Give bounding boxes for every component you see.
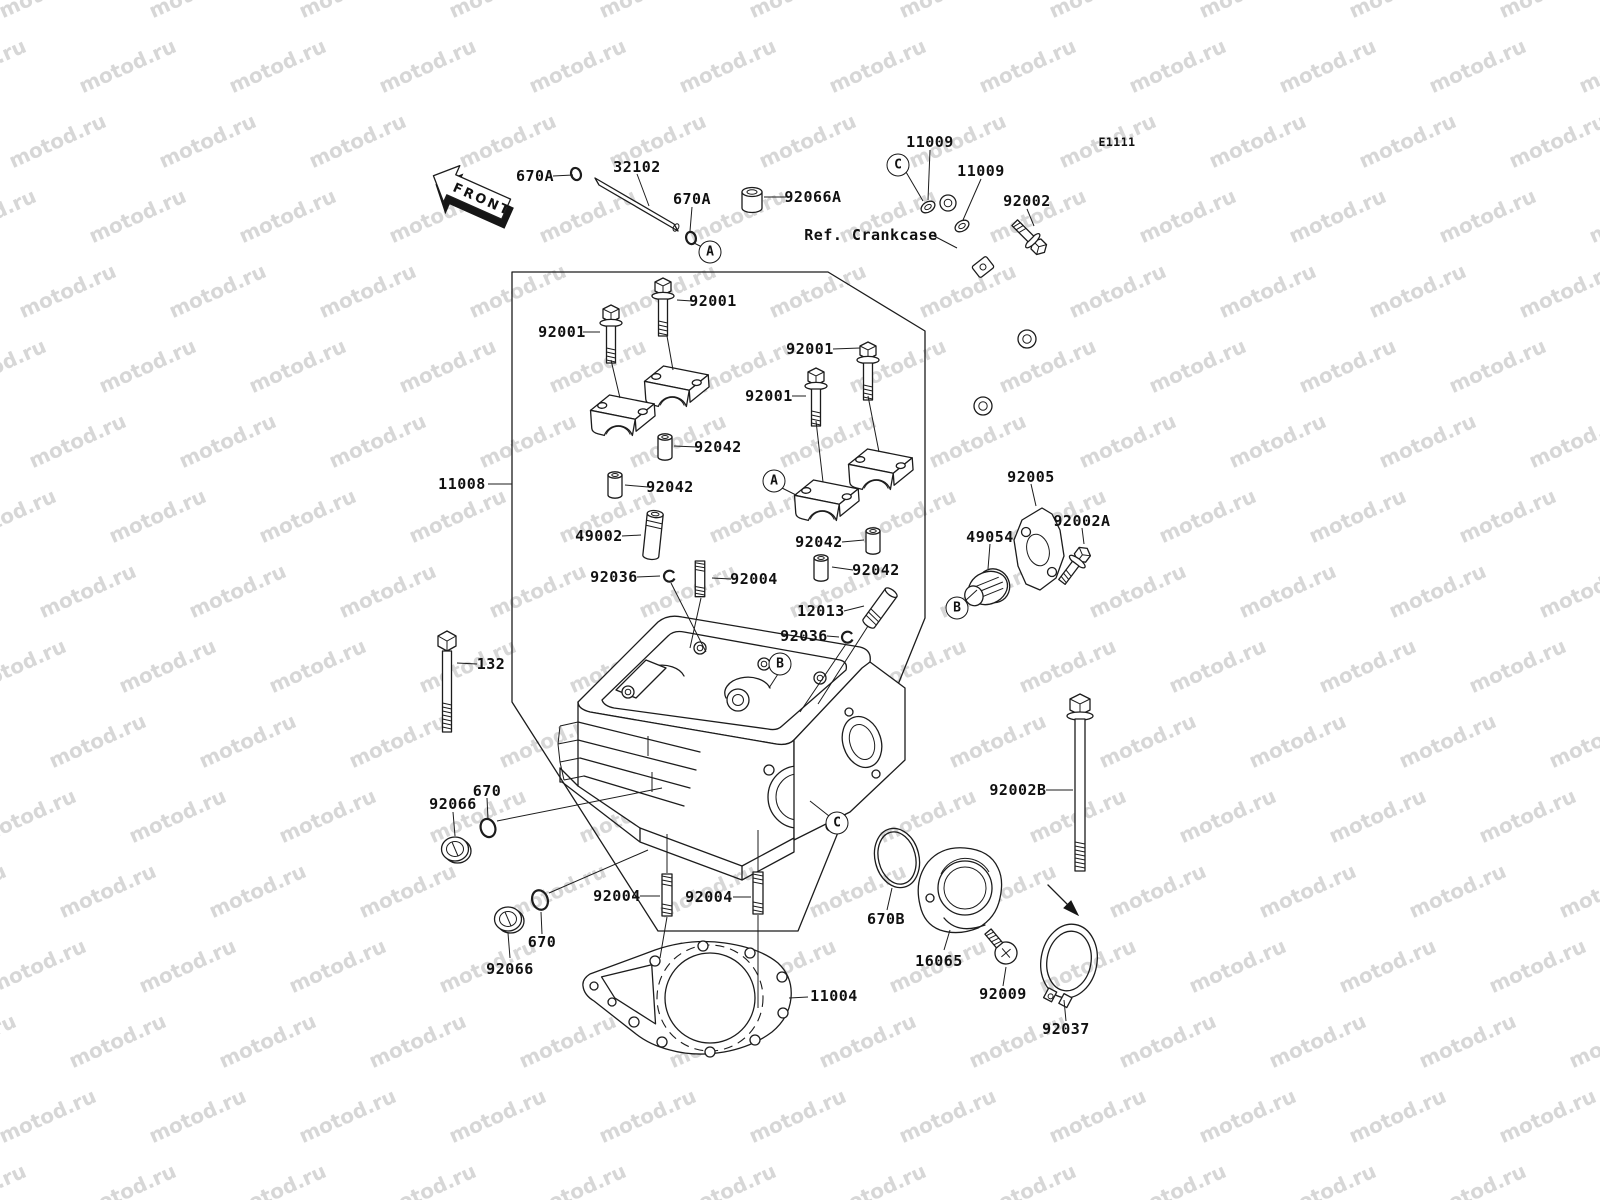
- part-label-92001-3: 92001: [786, 340, 834, 358]
- part-92009-screw: [980, 924, 1022, 968]
- part-label-670-2: 670: [527, 933, 557, 951]
- callout-C: C: [825, 811, 849, 835]
- part-label-92002: 92002: [1003, 192, 1051, 210]
- part-label-92004-2: 92004: [593, 887, 641, 905]
- part-49054-cap: [958, 564, 1014, 613]
- part-label-49002: 49002: [575, 527, 623, 545]
- part-label-92005: 92005: [1007, 468, 1055, 486]
- leader-lines: [453, 150, 1084, 1021]
- part-92066a-cap: [742, 188, 762, 213]
- part-label-92036-2: 92036: [780, 627, 828, 645]
- callout-A: A: [698, 240, 722, 264]
- part-label-92066-1: 92066: [429, 795, 477, 813]
- part-label-11009-1: 11009: [906, 133, 954, 151]
- part-label-11008: 11008: [438, 475, 486, 493]
- callout-C: C: [886, 153, 910, 177]
- callout-A: A: [762, 469, 786, 493]
- part-label-92042-2: 92042: [646, 478, 694, 496]
- part-670b-oring: [868, 824, 925, 893]
- part-49002-valve-guide: [642, 510, 663, 560]
- part-label-670A-1: 670A: [515, 167, 555, 185]
- part-label-670A-2: 670A: [672, 190, 712, 208]
- part-label-ref-crankcase: Ref. Crankcase: [804, 226, 938, 244]
- part-label-132: 132: [476, 655, 506, 673]
- part-label-92042-3: 92042: [795, 533, 843, 551]
- part-label-670B: 670B: [866, 910, 906, 928]
- part-11004-gasket: [583, 941, 791, 1057]
- part-label-92001-2: 92001: [538, 323, 586, 341]
- part-label-92066A: 92066A: [784, 188, 842, 206]
- part-label-92001-4: 92001: [745, 387, 793, 405]
- part-oil-pipe: [940, 195, 1036, 415]
- part-92005-fitting: [1014, 508, 1064, 590]
- part-label-16065: 16065: [915, 952, 963, 970]
- part-label-670-1: 670: [472, 782, 502, 800]
- part-label-92004-1: 92004: [730, 570, 778, 588]
- part-label-92042-1: 92042: [694, 438, 742, 456]
- part-16065-holder: [918, 848, 1001, 933]
- part-label-92037: 92037: [1042, 1020, 1090, 1038]
- part-label-92042-4: 92042: [852, 561, 900, 579]
- part-label-92004-3: 92004: [685, 888, 733, 906]
- part-32102-rod: [595, 178, 680, 232]
- part-cylinder-head: [558, 616, 905, 880]
- part-label-92002B: 92002B: [989, 781, 1047, 799]
- callout-B: B: [945, 596, 969, 620]
- part-label-92001-1: 92001: [689, 292, 737, 310]
- part-label-12013: 12013: [797, 602, 845, 620]
- part-label-32102: 32102: [613, 158, 661, 176]
- part-label-92066-2: 92066: [486, 960, 534, 978]
- front-arrow: FRONT: [422, 157, 520, 237]
- part-label-92002A: 92002A: [1053, 512, 1111, 530]
- part-label-49054: 49054: [966, 528, 1014, 546]
- insertion-arrow: [1048, 885, 1078, 915]
- callout-B: B: [768, 652, 792, 676]
- part-label-92009: 92009: [979, 985, 1027, 1003]
- part-label-92036-1: 92036: [590, 568, 638, 586]
- part-label-11004: 11004: [810, 987, 858, 1005]
- part-92037-clamp: [1033, 920, 1103, 1012]
- part-label-11009-2: 11009: [957, 162, 1005, 180]
- part-label-E1111: E1111: [1098, 135, 1136, 149]
